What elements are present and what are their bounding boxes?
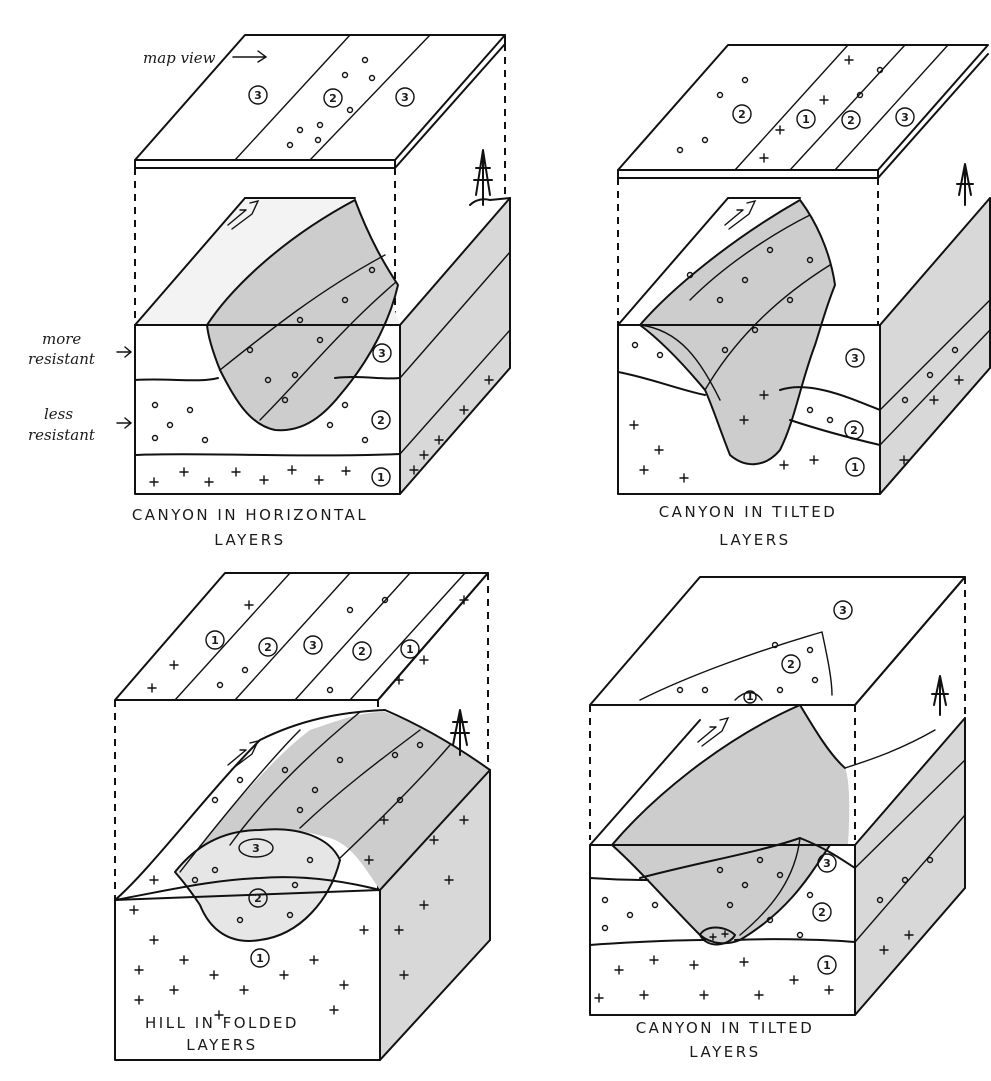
svg-text:3: 3 <box>309 639 317 652</box>
layer-number-1-front-br: 1 <box>817 955 837 975</box>
svg-text:3: 3 <box>254 89 262 102</box>
svg-text:2: 2 <box>329 92 337 105</box>
layer-number-3-map-left: 3 <box>248 85 268 105</box>
north-arrow-icon <box>697 716 730 747</box>
more-resistant-label-line2: resistant <box>28 350 96 368</box>
svg-text:2: 2 <box>847 114 855 127</box>
caption-panel3-line1: HILL IN FOLDED <box>145 1014 299 1032</box>
svg-text:3: 3 <box>252 842 260 855</box>
tree-icon <box>450 709 470 756</box>
svg-text:2: 2 <box>358 645 366 658</box>
tree-icon <box>931 675 949 716</box>
svg-text:2: 2 <box>738 108 746 121</box>
less-resistant-label-line2: resistant <box>28 426 96 444</box>
less-resistant-label-line1: less <box>44 405 73 423</box>
layer-number-3-map-tr: 3 <box>895 107 915 127</box>
map-view-arrow <box>232 50 268 63</box>
block-folded: 3 2 1 <box>114 709 491 1061</box>
tree-icon <box>956 163 974 206</box>
more-resistant-label-line1: more <box>42 330 81 348</box>
map-view-label: map view <box>143 49 216 67</box>
caption-panel2-line2: LAYERS <box>719 531 790 549</box>
more-resistant-arrow <box>116 346 133 358</box>
map-view-slab-2: 2 1 2 3 <box>617 44 989 179</box>
layer-number-1b-map-bl: 1 <box>400 639 420 659</box>
svg-text:1: 1 <box>256 952 264 965</box>
caption-panel4-line2: LAYERS <box>689 1043 760 1061</box>
layer-number-3-front-br: 3 <box>817 853 837 873</box>
map-view-slab-4: 3 2 1 <box>589 576 966 706</box>
layer-number-2b-map-bl: 2 <box>352 641 372 661</box>
block-tilted-2: 3 2 1 <box>589 675 966 1016</box>
caption-panel1-line2: LAYERS <box>214 531 285 549</box>
caption-panel2-line1: CANYON IN TILTED <box>659 503 838 521</box>
layer-number-1-front: 1 <box>371 467 391 487</box>
layer-number-2-front-tr: 2 <box>844 420 864 440</box>
layer-number-1-map-br: 1 <box>743 690 757 704</box>
north-arrow-icon <box>227 739 260 770</box>
layer-number-3-front-bl: 3 <box>238 838 274 858</box>
svg-text:3: 3 <box>378 347 386 360</box>
layer-number-3-front: 3 <box>372 343 392 363</box>
svg-text:3: 3 <box>839 604 847 617</box>
layer-number-3-map-br: 3 <box>833 600 853 620</box>
layer-number-2b-map-tr: 2 <box>841 110 861 130</box>
svg-text:2: 2 <box>787 658 795 671</box>
tree-icon <box>473 149 493 206</box>
svg-text:1: 1 <box>851 461 859 474</box>
layer-number-1-front-bl: 1 <box>250 948 270 968</box>
panel-folded-hill: 1 2 3 2 1 <box>114 572 491 1061</box>
svg-text:1: 1 <box>823 959 831 972</box>
layer-number-2-front: 2 <box>371 410 391 430</box>
layer-number-3-front-tr: 3 <box>845 348 865 368</box>
svg-text:1: 1 <box>211 634 219 647</box>
svg-text:1: 1 <box>802 113 810 126</box>
svg-text:1: 1 <box>746 690 754 703</box>
map-view-slab: 3 2 3 <box>134 34 506 169</box>
block-horizontal: 3 2 1 <box>134 149 511 495</box>
north-arrow-icon <box>227 199 260 230</box>
caption-panel4-line1: CANYON IN TILTED <box>636 1019 815 1037</box>
map-view-slab-3: 1 2 3 2 1 <box>114 572 489 701</box>
layer-number-2-map-bl: 2 <box>258 637 278 657</box>
block-tilted-1: 3 2 1 <box>617 163 991 495</box>
svg-text:3: 3 <box>401 91 409 104</box>
layer-number-2-map-br: 2 <box>781 654 801 674</box>
svg-text:2: 2 <box>254 892 262 905</box>
less-resistant-arrow <box>116 417 133 429</box>
svg-text:3: 3 <box>901 111 909 124</box>
svg-text:3: 3 <box>851 352 859 365</box>
panel-tilted-canyon-2: 3 2 1 <box>589 576 966 1061</box>
svg-text:2: 2 <box>264 641 272 654</box>
layer-number-2-front-bl: 2 <box>248 888 268 908</box>
layer-number-1-map-tr: 1 <box>796 109 816 129</box>
layer-number-3-map-right: 3 <box>395 87 415 107</box>
caption-panel1-line1: CANYON IN HORIZONTAL <box>132 506 368 524</box>
svg-text:2: 2 <box>818 906 826 919</box>
caption-panel3-line2: LAYERS <box>186 1036 257 1054</box>
svg-text:3: 3 <box>823 857 831 870</box>
panel-tilted-canyon-1: 2 1 2 3 <box>617 44 991 549</box>
panel-horizontal-canyon: 3 2 3 map view <box>28 34 511 549</box>
layer-number-2-map: 2 <box>323 88 343 108</box>
layer-number-1-map-bl: 1 <box>205 630 225 650</box>
layer-number-1-front-tr: 1 <box>845 457 865 477</box>
svg-text:2: 2 <box>850 424 858 437</box>
layer-number-2-map-tr: 2 <box>732 104 752 124</box>
svg-text:2: 2 <box>377 414 385 427</box>
layer-number-3-map-bl: 3 <box>303 635 323 655</box>
svg-text:1: 1 <box>406 643 414 656</box>
svg-text:1: 1 <box>377 471 385 484</box>
north-arrow-icon <box>724 199 757 230</box>
layer-number-2-front-br: 2 <box>812 902 832 922</box>
